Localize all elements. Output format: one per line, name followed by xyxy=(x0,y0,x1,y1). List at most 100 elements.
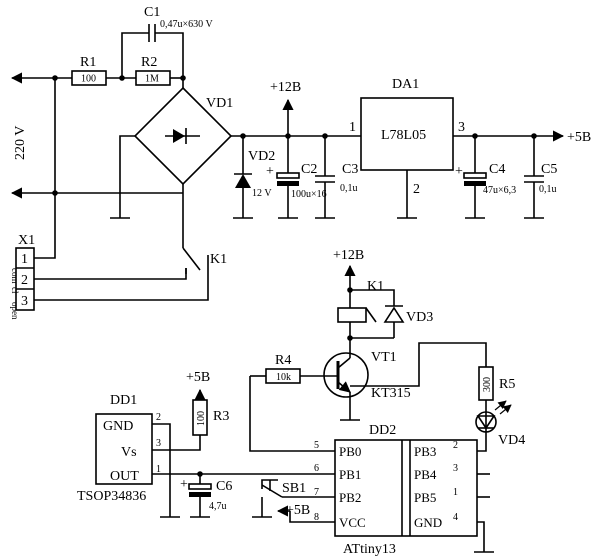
c3-ref: C3 xyxy=(342,162,358,177)
capacitor-c6: + C6 4,7u xyxy=(180,474,232,518)
dd2-num-7: 7 xyxy=(314,487,319,498)
dd2-pin-vcc: VCC xyxy=(339,515,366,530)
c5-ref: C5 xyxy=(541,162,557,177)
dd1-pin-gnd: GND xyxy=(103,419,133,434)
da1-ref: DA1 xyxy=(392,77,419,92)
capacitor-c3: C3 0,1u xyxy=(315,136,358,219)
ir-receiver-dd1: DD1 GND Vs OUT TSOP34836 2 3 1 xyxy=(77,393,161,504)
vd2-value: 12 V xyxy=(252,188,272,199)
dd2-pin-pb5: PB5 xyxy=(414,490,436,505)
rail-5v-vcc: +5B xyxy=(276,503,335,523)
k1-coil-ref: K1 xyxy=(367,279,384,294)
resistor-r1: 100 R1 xyxy=(71,55,107,86)
r4-ref: R4 xyxy=(275,353,291,368)
dd2-num-5: 5 xyxy=(314,440,319,451)
dd1-pin-vs: Vs xyxy=(121,445,137,460)
c6-value: 4,7u xyxy=(209,501,227,512)
r5-value: 300 xyxy=(482,377,493,392)
microcontroller-dd2: DD2 ATtiny13 PB0 PB1 PB2 VCC PB3 PB4 PB5… xyxy=(314,423,478,557)
x1-label-cl: cl xyxy=(10,287,20,294)
bridge-rectifier-vd1: VD1 xyxy=(110,78,233,219)
c2-plus: + xyxy=(266,164,274,179)
r1-ref: R1 xyxy=(80,55,96,70)
r2-ref: R2 xyxy=(141,55,157,70)
vd4-ref: VD4 xyxy=(498,433,525,448)
k1-contact-ref: K1 xyxy=(210,252,227,267)
vd3-ref: VD3 xyxy=(406,310,433,325)
relay-coil-k1: K1 xyxy=(337,279,384,323)
dd1-pin-out: OUT xyxy=(110,469,139,484)
capacitor-c5: C5 0,1u xyxy=(524,136,557,219)
c3-value: 0,1u xyxy=(340,183,358,194)
vd1-ref: VD1 xyxy=(206,96,233,111)
dd1-num-2: 2 xyxy=(156,412,161,423)
x1-pin-2: 2 xyxy=(21,273,28,288)
connector-x1: X1 1 2 3 com cl open xyxy=(10,233,35,320)
c6-ref: C6 xyxy=(216,479,232,494)
resistor-r3: 100 R3 xyxy=(192,399,229,436)
da1-pin-gnd: 2 xyxy=(413,182,420,197)
pushbutton-sb1: SB1 xyxy=(252,479,335,518)
da1-pin-in: 1 xyxy=(349,120,356,135)
x1-label-open: open xyxy=(10,302,20,320)
dd2-num-4: 4 xyxy=(453,512,458,523)
x1-ref: X1 xyxy=(18,233,35,248)
led-vd4: VD4 xyxy=(475,400,525,448)
c5-value: 0,1u xyxy=(539,184,557,195)
vd2-ref: VD2 xyxy=(248,149,275,164)
resistor-r5: 300 R5 xyxy=(478,366,515,401)
diode-vd3: VD3 xyxy=(383,305,433,338)
dd2-ref: DD2 xyxy=(369,423,396,438)
dd2-num-6: 6 xyxy=(314,463,319,474)
dd2-num-8: 8 xyxy=(314,512,319,523)
x1-pin-1: 1 xyxy=(21,252,28,267)
c4-plus: + xyxy=(455,164,463,179)
rail-12v-relay: +12B xyxy=(333,248,364,290)
r3-value: 100 xyxy=(196,411,207,426)
sb1-ref: SB1 xyxy=(282,481,306,496)
dd2-num-1: 1 xyxy=(453,487,458,498)
relay-contact-k1: K1 xyxy=(182,193,227,274)
r3-ref: R3 xyxy=(213,409,229,424)
rail-12v-relay-label: +12B xyxy=(333,248,364,263)
x1-label-com: com xyxy=(10,268,20,284)
dd2-num-3: 3 xyxy=(453,463,458,474)
resistor-r4: 10k R4 xyxy=(249,353,338,452)
r1-value: 100 xyxy=(81,74,96,85)
dd1-num-3: 3 xyxy=(156,438,161,449)
c1-ref: C1 xyxy=(144,5,160,20)
dd2-num-2: 2 xyxy=(453,440,458,451)
vt1-ref: VT1 xyxy=(371,350,397,365)
da1-part: L78L05 xyxy=(381,128,426,143)
rail-5v-vcc-label: +5B xyxy=(286,503,310,518)
dd2-pin-pb3: PB3 xyxy=(414,444,436,459)
c4-value: 47u×6,3 xyxy=(483,185,516,196)
dd2-part: ATtiny13 xyxy=(343,542,396,557)
transistor-vt1: VT1 KT315 xyxy=(323,350,411,421)
dd2-pin-pb0: PB0 xyxy=(339,444,361,459)
mains-input: 220 V xyxy=(10,72,183,199)
x1-pin-3: 3 xyxy=(21,294,28,309)
capacitor-c2: + C2 100u×16 xyxy=(266,136,327,219)
dd1-ref: DD1 xyxy=(110,393,137,408)
rail-12v-top-label: +12B xyxy=(270,80,301,95)
rail-5v-out-label: +5B xyxy=(567,130,591,145)
c2-ref: C2 xyxy=(301,162,317,177)
resistor-r2: 1M R2 xyxy=(135,55,171,86)
dd2-pin-pb1: PB1 xyxy=(339,467,361,482)
dd1-part: TSOP34836 xyxy=(77,489,146,504)
dd1-num-1: 1 xyxy=(156,464,161,475)
mains-voltage-label: 220 V xyxy=(13,126,28,160)
rail-5v-r3-label: +5B xyxy=(186,370,210,385)
r4-value: 10k xyxy=(276,372,291,383)
capacitor-c1: C1 0,47u×630 V xyxy=(121,5,213,78)
zener-diode-vd2: VD2 12 V xyxy=(233,136,275,219)
dd2-pin-gnd: GND xyxy=(414,515,442,530)
vt1-part: KT315 xyxy=(371,386,411,401)
c1-value: 0,47u×630 V xyxy=(160,19,213,30)
dd2-pin-pb4: PB4 xyxy=(414,467,437,482)
c6-plus: + xyxy=(180,477,188,492)
capacitor-c4: + C4 47u×6,3 xyxy=(455,136,516,219)
c2-value: 100u×16 xyxy=(291,189,327,200)
c4-ref: C4 xyxy=(489,162,505,177)
